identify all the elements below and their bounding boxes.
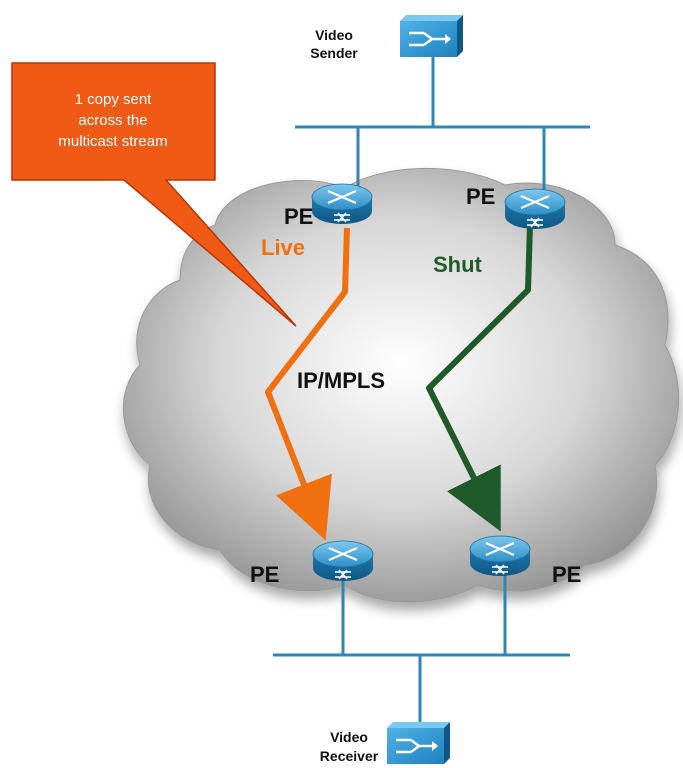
router-icon bbox=[311, 183, 373, 224]
video-sender-label-line2: Sender bbox=[310, 45, 358, 61]
video-sender-label-line1: Video bbox=[315, 27, 353, 43]
ip-mpls-cloud bbox=[122, 167, 680, 603]
router-bottom-left bbox=[312, 540, 374, 581]
video-switch-icon bbox=[400, 15, 463, 57]
video-sender: Video Sender bbox=[310, 15, 463, 61]
live-label: Live bbox=[261, 235, 305, 260]
shut-label: Shut bbox=[433, 252, 483, 277]
video-receiver-label-line1: Video bbox=[330, 729, 368, 745]
router-icon bbox=[469, 535, 531, 576]
router-top-left bbox=[311, 183, 373, 224]
live-path bbox=[265, 227, 350, 541]
callout-line-1: 1 copy sent bbox=[75, 91, 153, 108]
router-bottom-right-label: PE bbox=[552, 562, 581, 587]
top-network-segment bbox=[295, 56, 590, 192]
router-top-right-label: PE bbox=[466, 184, 495, 209]
callout: 1 copy sent across the multicast stream bbox=[11, 62, 297, 327]
router-icon bbox=[312, 540, 374, 581]
router-icon bbox=[504, 188, 566, 229]
video-switch-icon bbox=[387, 722, 450, 764]
router-bottom-left-label: PE bbox=[250, 562, 279, 587]
router-bottom-right bbox=[469, 535, 531, 576]
bottom-network-segment bbox=[273, 575, 570, 722]
callout-line-3: multicast stream bbox=[58, 133, 167, 150]
video-receiver-label-line2: Receiver bbox=[320, 748, 379, 764]
router-top-left-label: PE bbox=[284, 204, 313, 229]
video-receiver: Video Receiver bbox=[320, 722, 450, 764]
cloud-label: IP/MPLS bbox=[297, 368, 385, 393]
callout-line-2: across the bbox=[78, 112, 147, 129]
shut-path bbox=[426, 224, 533, 532]
router-top-right bbox=[504, 188, 566, 229]
